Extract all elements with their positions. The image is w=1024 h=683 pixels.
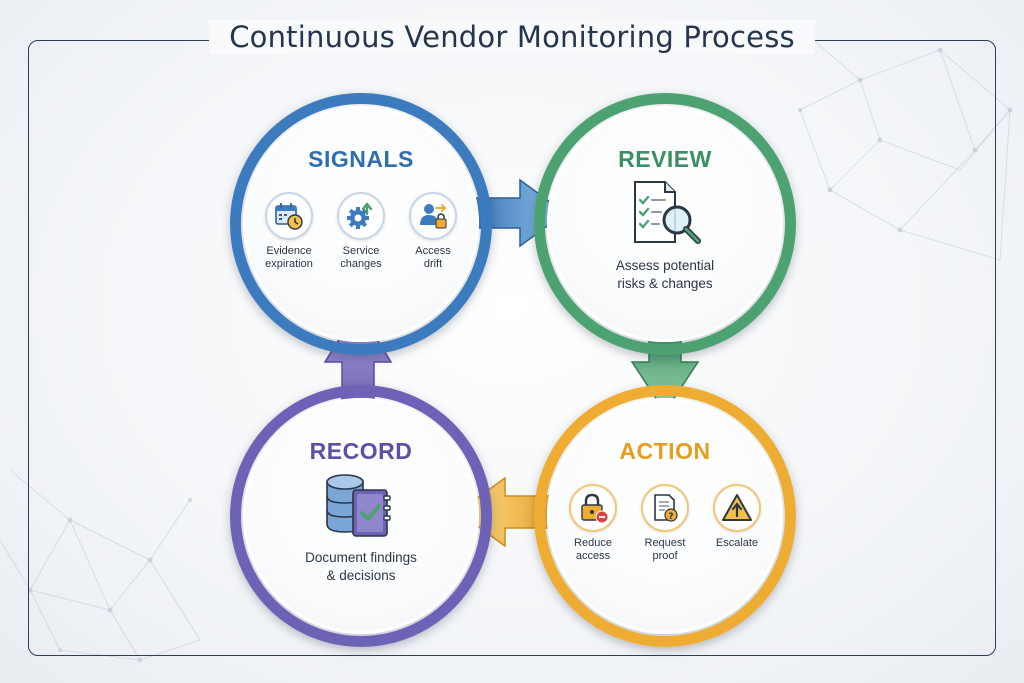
signals-item-evidence-label-1: Evidence xyxy=(266,245,312,257)
action-item-escalate: Escalate xyxy=(704,484,770,563)
review-description-line-2: risks & changes xyxy=(617,276,713,291)
warning-arrow-up-icon xyxy=(713,484,761,532)
signals-item-evidence-expiration: Evidence expiration xyxy=(256,192,322,271)
node-review: REVIEW Assess potential risks & changes xyxy=(534,93,796,355)
database-book-check-icon xyxy=(321,470,401,547)
signals-item-access-label-1: Access xyxy=(415,245,451,257)
diagram-frame xyxy=(28,40,996,656)
node-record: RECORD Document findings & decisions xyxy=(230,385,492,647)
svg-text:?: ? xyxy=(668,512,673,522)
signals-item-service-changes: Service changes xyxy=(328,192,394,271)
node-action-ring xyxy=(534,385,796,647)
node-record-ring xyxy=(230,385,492,647)
action-item-request-proof: ? Request proof xyxy=(632,484,698,563)
action-item-reduce-access: Reduce access xyxy=(560,484,626,563)
node-action: ACTION Reduce access xyxy=(534,385,796,647)
gear-arrow-up-icon xyxy=(337,192,385,240)
calendar-clock-icon xyxy=(265,192,313,240)
document-question-icon: ? xyxy=(641,484,689,532)
action-item-request-label-2: proof xyxy=(652,550,678,562)
signals-item-service-label-2: changes xyxy=(340,258,382,270)
action-item-escalate-label-1: Escalate xyxy=(715,537,759,549)
checklist-magnifier-icon xyxy=(625,178,705,255)
signals-items: Evidence expiration xyxy=(253,192,469,271)
node-review-title: REVIEW xyxy=(618,146,712,172)
action-items: Reduce access ? Request proof xyxy=(557,484,773,563)
record-description-line-1: Document findings xyxy=(305,550,417,565)
node-review-ring xyxy=(534,93,796,355)
node-signals: SIGNALS Evidence expiration xyxy=(230,93,492,355)
signals-item-access-drift: Access drift xyxy=(400,192,466,271)
signals-item-access-label-2: drift xyxy=(423,258,443,270)
action-item-reduce-label-2: access xyxy=(575,550,611,562)
node-signals-ring xyxy=(230,93,492,355)
review-description-line-1: Assess potential xyxy=(615,258,715,273)
action-item-request-label-1: Request xyxy=(644,537,686,549)
record-description-line-2: & decisions xyxy=(326,568,396,583)
signals-item-service-label-1: Service xyxy=(342,245,380,257)
action-item-reduce-label-1: Reduce xyxy=(574,537,612,549)
user-lock-icon xyxy=(409,192,457,240)
node-record-title: RECORD xyxy=(309,438,413,464)
lock-minus-icon xyxy=(569,484,617,532)
signals-item-evidence-label-2: expiration xyxy=(265,258,313,270)
node-signals-title: SIGNALS xyxy=(308,146,414,172)
node-action-title: ACTION xyxy=(619,438,711,464)
